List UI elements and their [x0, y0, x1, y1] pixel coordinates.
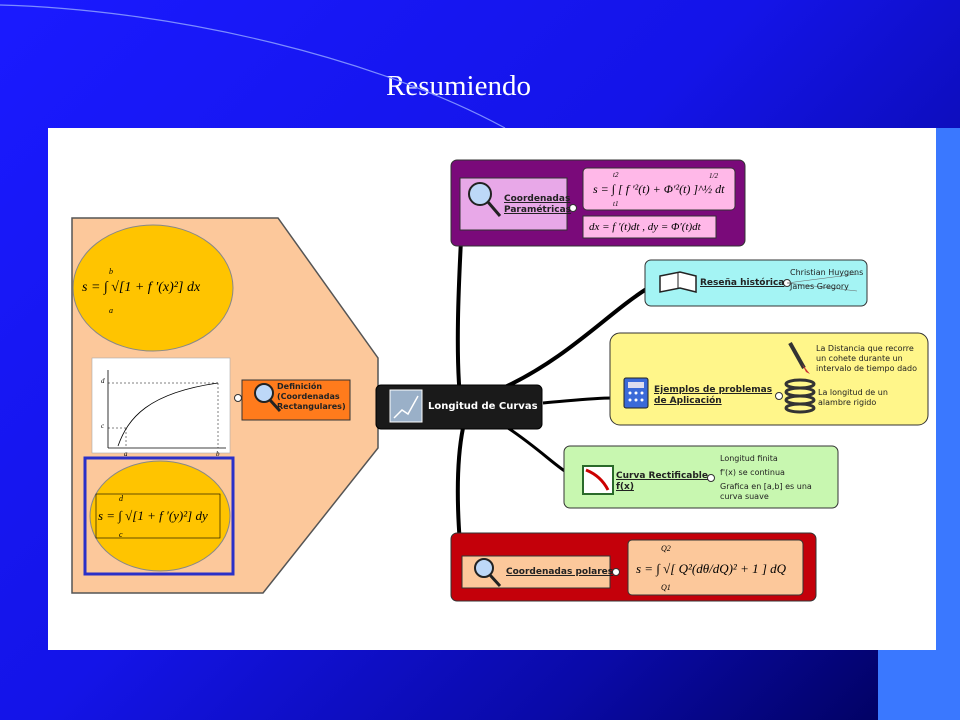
magnifier-icon: [254, 383, 282, 413]
graph-tick-b: b: [216, 450, 220, 458]
mind-map-canvas: [71, 159, 929, 602]
mind-map-panel: Definición (Coordenadas Rectangulares) s…: [48, 128, 936, 650]
ejemplos-container: [609, 332, 929, 426]
rectificable-item-grafica: Grafica en [a,b] es una curva suave: [720, 482, 812, 501]
central-node-label: Longitud de Curvas: [428, 401, 538, 412]
formula-y-lower-limit: c: [119, 530, 123, 539]
polar-lower-limit: Q1: [661, 583, 671, 592]
formula-x: s = ∫ √[1 + f ′(x)²] dx: [82, 280, 201, 295]
spring-icon: [784, 378, 816, 414]
parametric-formula: s = ∫ [ f ′²(t) + Φ′²(t) ]^½ dt: [593, 182, 725, 196]
rectificable-item-longitud: Longitud finita: [720, 454, 778, 463]
graph-tick-c: c: [101, 422, 105, 430]
polares-label: Coordenadas polares: [506, 567, 614, 577]
formula-x-lower-limit: a: [109, 306, 113, 315]
formula-x-ellipse: [72, 224, 234, 352]
parametric-formula-box: [582, 167, 736, 211]
rectificable-container: [563, 445, 839, 509]
polar-upper-limit: Q2: [661, 544, 671, 553]
formula-y-selection: [95, 493, 221, 539]
parametric-lower-limit: t1: [613, 200, 619, 208]
parametricas-label: Coordenadas Paramétricas: [504, 194, 572, 215]
parametric-dx-formula: dx = f ′(t)dt , dy = Φ′(t)dt: [589, 221, 701, 233]
curve-graph: [107, 370, 226, 449]
ejemplos-item-cohete: La Distancia que recorre un cohete duran…: [816, 344, 918, 373]
resena-item-gregory: James Gregory: [790, 282, 849, 291]
graph-tick-d: d: [101, 377, 105, 385]
pen-icon: [788, 342, 810, 374]
formula-y: s = ∫ √[1 + f ′(y)²] dy: [98, 508, 208, 523]
curve-graph-box: [91, 357, 231, 454]
polar-formula: s = ∫ √[ Q²(dθ/dQ)² + 1 ] dQ: [636, 561, 787, 576]
magnifier-icon: [468, 182, 502, 217]
resena-container: [644, 259, 868, 307]
parametric-upper-limit: t2: [613, 171, 619, 179]
resena-item-huygens: Christian Huygens: [790, 268, 864, 277]
parametric-dx-box: [582, 215, 717, 239]
right-accent-bar: [936, 128, 960, 648]
resena-label: Reseña histórica: [700, 278, 785, 288]
formula-y-ellipse: [89, 460, 231, 572]
graph-tick-a: a: [124, 450, 128, 458]
formula-y-upper-limit: d: [119, 494, 123, 503]
formula-x-upper-limit: b: [109, 267, 113, 276]
bottom-accent-bar: [878, 648, 960, 720]
polar-formula-box: [627, 539, 804, 596]
rectificable-item-continua: f'(x) se continua: [720, 468, 785, 477]
calculator-icon: [623, 377, 649, 409]
parametric-exponent: 1/2: [709, 172, 718, 180]
magnifier-icon: [474, 558, 502, 588]
ejemplos-item-alambre: La longitud de un alambre rigido: [818, 388, 888, 407]
ejemplos-label: Ejemplos de problemas de Aplicación: [654, 385, 773, 406]
book-icon: [659, 271, 697, 293]
slide-title: Resumiendo: [386, 70, 531, 102]
definicion-label: Definición (Coordenadas Rectangulares): [277, 382, 346, 411]
selection-frame: [83, 456, 235, 576]
rectificable-label: Curva Rectificable f(x): [616, 471, 708, 492]
